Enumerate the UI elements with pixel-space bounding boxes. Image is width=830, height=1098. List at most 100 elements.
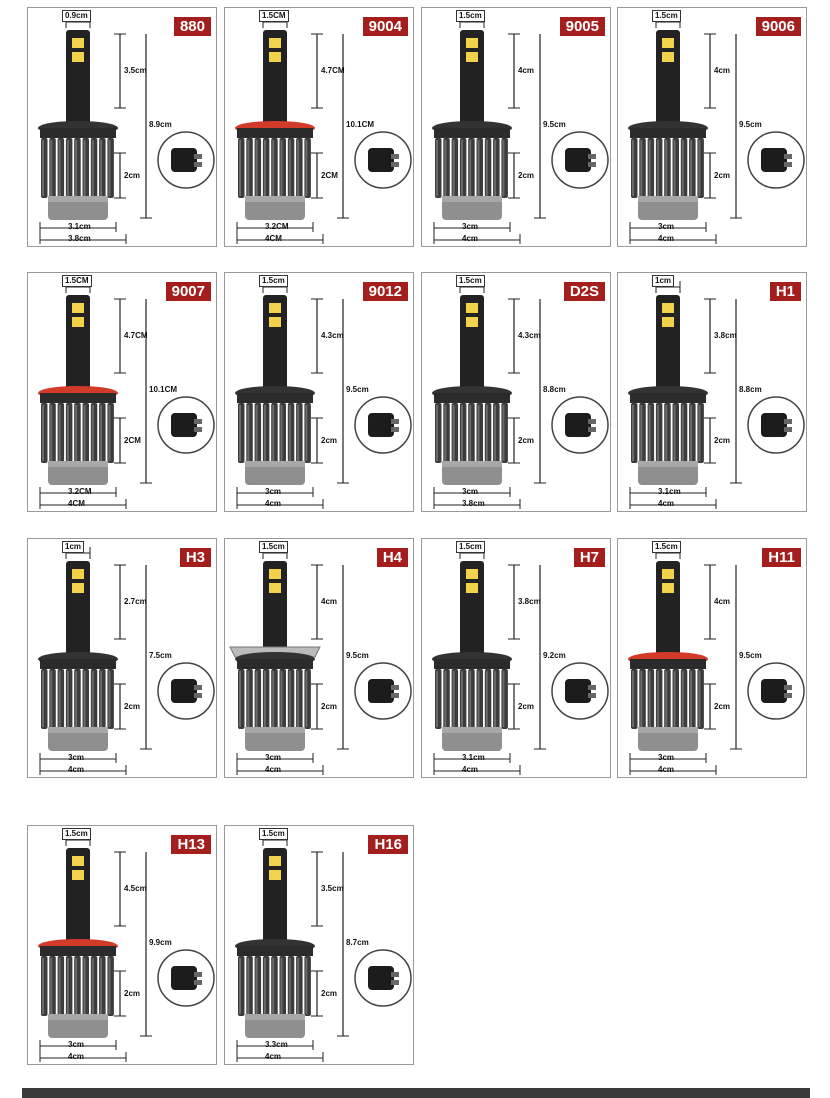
- top-width-label: 1cm: [652, 275, 675, 287]
- inner-width-label: 3cm: [462, 487, 479, 496]
- inner-width-label: 3cm: [658, 222, 675, 231]
- model-badge: 9007: [165, 282, 211, 301]
- model-badge: H16: [368, 835, 408, 854]
- total-height-label: 7.5cm: [149, 651, 172, 660]
- inner-width-label: 3cm: [68, 1040, 85, 1049]
- bulb-photo: [432, 281, 609, 509]
- outer-width-label: 4cm: [658, 499, 675, 508]
- bulb-card-d2s: D2S 1.5cm 4.3cm 8.8cm 2cm 3cm 3.8cm: [421, 272, 611, 512]
- outer-width-label: 3.8cm: [462, 499, 485, 508]
- stem-height-label: 4.7CM: [124, 331, 148, 340]
- outer-width-label: 4cm: [462, 234, 479, 243]
- outer-width-label: 4cm: [265, 1052, 282, 1061]
- bulb-photo: [38, 281, 215, 509]
- bulb-photo: [432, 16, 609, 244]
- bulb-card-h13: H13 1.5cm 4.5cm 9.9cm 2cm 3cm 4cm: [27, 825, 217, 1065]
- top-width-label: 1.5cm: [259, 275, 288, 287]
- bulb-card-h16: H16 1.5cm 3.5cm 8.7cm 2cm 3.3cm 4cm: [224, 825, 414, 1065]
- total-height-label: 8.9cm: [149, 120, 172, 129]
- model-badge: D2S: [563, 282, 605, 301]
- model-badge: H13: [171, 835, 211, 854]
- bulb-photo: [229, 547, 412, 775]
- model-badge: H7: [573, 548, 605, 567]
- top-width-label: 1.5cm: [259, 828, 288, 840]
- stem-height-label: 4cm: [714, 597, 731, 606]
- outer-width-label: 4cm: [265, 499, 282, 508]
- inner-width-label: 3.1cm: [658, 487, 681, 496]
- outer-width-label: 4cm: [658, 765, 675, 774]
- inner-width-label: 3cm: [462, 222, 479, 231]
- inner-width-label: 3.3cm: [265, 1040, 288, 1049]
- stem-height-label: 4.3cm: [518, 331, 541, 340]
- outer-width-label: 4cm: [68, 1052, 85, 1061]
- stem-height-label: 3.8cm: [714, 331, 737, 340]
- total-height-label: 9.9cm: [149, 938, 172, 947]
- bulb-photo: [628, 281, 805, 509]
- top-width-label: 1.5cm: [456, 10, 485, 22]
- inner-width-label: 3cm: [265, 487, 282, 496]
- base-height-label: 2CM: [321, 171, 338, 180]
- inner-width-label: 3.2CM: [68, 487, 92, 496]
- stem-height-label: 2.7cm: [124, 597, 147, 606]
- inner-width-label: 3cm: [658, 753, 675, 762]
- bulb-photo: [235, 834, 412, 1062]
- base-height-label: 2cm: [714, 702, 731, 711]
- top-width-label: 1.5cm: [456, 541, 485, 553]
- inner-width-label: 3cm: [265, 753, 282, 762]
- model-badge: 9012: [362, 282, 408, 301]
- total-height-label: 9.2cm: [543, 651, 566, 660]
- stem-height-label: 4.7CM: [321, 66, 345, 75]
- top-width-label: 1.5cm: [456, 275, 485, 287]
- bulb-photo: [38, 16, 215, 244]
- outer-width-label: 4CM: [265, 234, 282, 243]
- model-badge: H11: [762, 548, 801, 567]
- inner-width-label: 3cm: [68, 753, 85, 762]
- base-height-label: 2cm: [518, 171, 535, 180]
- outer-width-label: 4cm: [68, 765, 85, 774]
- outer-width-label: 4cm: [265, 765, 282, 774]
- total-height-label: 9.5cm: [543, 120, 566, 129]
- bulb-photo: [432, 547, 609, 775]
- total-height-label: 8.8cm: [739, 385, 762, 394]
- bulb-photo: [235, 16, 412, 244]
- total-height-label: 9.5cm: [346, 651, 369, 660]
- top-width-label: 1.5CM: [259, 10, 289, 22]
- stem-height-label: 3.5cm: [124, 66, 147, 75]
- inner-width-label: 3.1cm: [462, 753, 485, 762]
- base-height-label: 2cm: [321, 436, 338, 445]
- stem-height-label: 4.5cm: [124, 884, 147, 893]
- outer-width-label: 3.8cm: [68, 234, 91, 243]
- stem-height-label: 3.8cm: [518, 597, 541, 606]
- stem-height-label: 3.5cm: [321, 884, 344, 893]
- base-height-label: 2cm: [518, 436, 535, 445]
- inner-width-label: 3.2CM: [265, 222, 289, 231]
- stem-height-label: 4cm: [321, 597, 338, 606]
- outer-width-label: 4cm: [658, 234, 675, 243]
- base-height-label: 2cm: [124, 989, 141, 998]
- outer-width-label: 4CM: [68, 499, 85, 508]
- model-badge: H3: [179, 548, 211, 567]
- top-width-label: 1.5cm: [259, 541, 288, 553]
- base-height-label: 2CM: [124, 436, 141, 445]
- base-height-label: 2cm: [321, 989, 338, 998]
- bottom-bar: [22, 1088, 810, 1098]
- base-height-label: 2cm: [714, 436, 731, 445]
- inner-width-label: 3.1cm: [68, 222, 91, 231]
- model-badge: 9004: [362, 17, 408, 36]
- base-height-label: 2cm: [124, 702, 141, 711]
- bulb-photo: [38, 547, 215, 775]
- stem-height-label: 4cm: [518, 66, 535, 75]
- model-badge: 880: [173, 17, 211, 36]
- total-height-label: 8.8cm: [543, 385, 566, 394]
- top-width-label: 1.5cm: [62, 828, 91, 840]
- model-badge: H1: [769, 282, 801, 301]
- bulb-photo: [628, 16, 805, 244]
- total-height-label: 8.7cm: [346, 938, 369, 947]
